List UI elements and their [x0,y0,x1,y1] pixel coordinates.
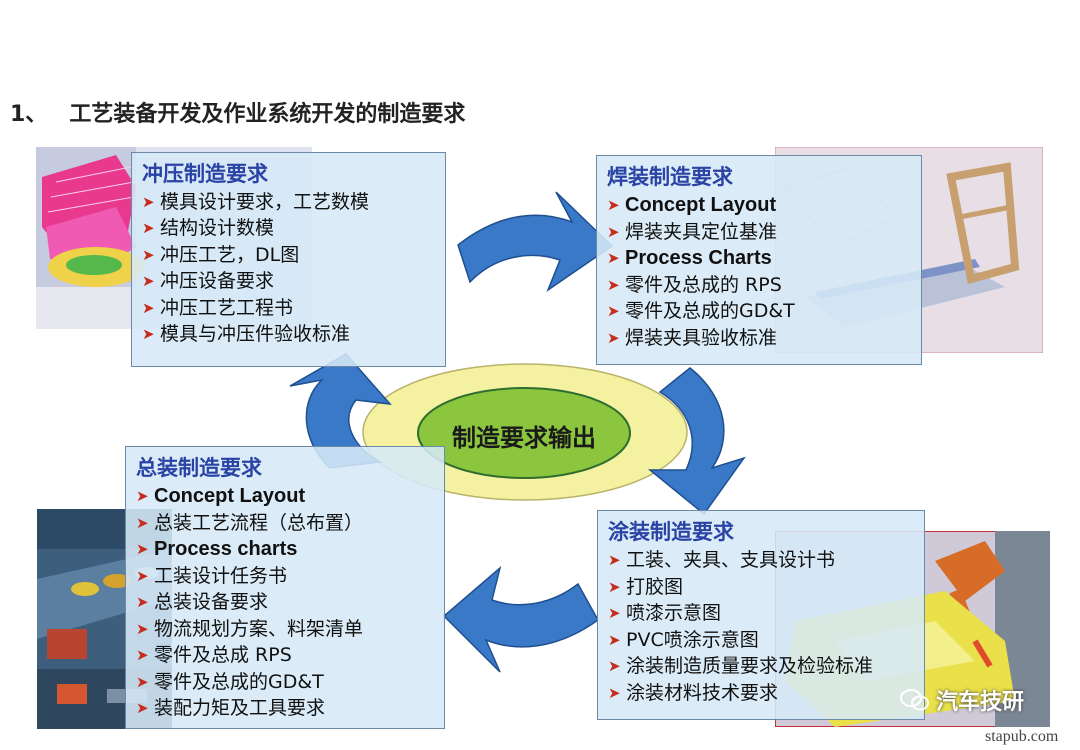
bullet-arrow-icon: ➤ [142,272,155,291]
bullet-arrow-icon: ➤ [607,275,620,294]
welding-item-list: ➤Concept Layout ➤焊装夹具定位基准 ➤Process Chart… [607,192,913,352]
bullet-arrow-icon: ➤ [136,540,149,558]
bullet-arrow-icon: ➤ [142,245,155,264]
bullet-arrow-icon: ➤ [608,577,621,596]
list-item: ➤焊装夹具验收标准 [607,325,913,352]
list-item: ➤结构设计数模 [142,215,437,241]
list-item: ➤零件及总成的GD&T [136,669,436,696]
bullet-arrow-icon: ➤ [608,551,621,569]
bullet-arrow-icon: ➤ [136,672,149,691]
watermark-label: 汽车技研 [936,690,1025,715]
arrow-welding-to-painting [647,367,746,516]
list-item: ➤工装设计任务书 [136,563,436,590]
list-item: ➤涂装制造质量要求及检验标准 [608,653,916,680]
list-item: ➤PVC喷涂示意图 [608,627,916,654]
bullet-arrow-icon: ➤ [142,325,155,344]
center-label: 制造要求输出 [452,424,596,452]
list-item: ➤打胶图 [608,574,916,601]
bullet-arrow-icon: ➤ [608,604,621,622]
list-item: ➤Process charts [136,536,436,563]
list-item: ➤Concept Layout [136,483,436,510]
section-title: 工艺装备开发及作业系统开发的制造要求 [69,102,466,127]
list-item: ➤冲压设备要求 [142,268,437,294]
bullet-arrow-icon: ➤ [136,699,149,717]
list-item: ➤喷漆示意图 [608,600,916,627]
bullet-arrow-icon: ➤ [136,593,149,611]
list-item: ➤零件及总成的GD&T [607,298,913,325]
stamping-item-list: ➤模具设计要求，工艺数模 ➤结构设计数模 ➤冲压工艺，DL图 ➤冲压设备要求 ➤… [142,189,437,347]
welding-title: 焊装制造要求 [607,165,733,189]
assembly-item-list: ➤Concept Layout ➤总装工艺流程（总布置） ➤Process ch… [136,483,436,722]
stamping-requirements-box: 冲压制造要求 ➤模具设计要求，工艺数模 ➤结构设计数模 ➤冲压工艺，DL图 ➤冲… [131,152,446,367]
list-item: ➤工装、夹具、支具设计书 [608,547,916,574]
list-item: ➤总装设备要求 [136,589,436,616]
list-item: ➤零件及总成的 RPS [607,272,913,299]
bullet-arrow-icon: ➤ [607,222,620,241]
list-item: ➤模具与冲压件验收标准 [142,321,437,347]
bullet-arrow-icon: ➤ [136,619,149,638]
bullet-arrow-icon: ➤ [608,630,621,649]
welding-requirements-box: 焊装制造要求 ➤Concept Layout ➤焊装夹具定位基准 ➤Proces… [596,155,922,365]
list-item: ➤零件及总成 RPS [136,642,436,669]
wechat-icon [900,689,930,711]
bullet-arrow-icon: ➤ [142,298,155,317]
bullet-arrow-icon: ➤ [136,487,149,505]
list-item: ➤装配力矩及工具要求 [136,695,436,722]
assembly-requirements-box: 总装制造要求 ➤Concept Layout ➤总装工艺流程（总布置） ➤Pro… [125,446,445,729]
bullet-arrow-icon: ➤ [607,249,620,268]
list-item: ➤涂装材料技术要求 [608,680,916,707]
stamping-title: 冲压制造要求 [142,162,268,186]
bullet-arrow-icon: ➤ [607,196,620,214]
list-item: ➤焊装夹具定位基准 [607,219,913,246]
section-number: 1、 [10,102,48,127]
bullet-arrow-icon: ➤ [142,219,155,238]
bullet-arrow-icon: ➤ [607,328,620,347]
list-item: ➤总装工艺流程（总布置） [136,510,436,537]
painting-item-list: ➤工装、夹具、支具设计书 ➤打胶图 ➤喷漆示意图 ➤PVC喷涂示意图 ➤涂装制造… [608,547,916,706]
list-item: ➤模具设计要求，工艺数模 [142,189,437,215]
site-url: stapub.com [985,728,1059,745]
watermark: 汽车技研 [900,684,1024,716]
painting-requirements-box: 涂装制造要求 ➤工装、夹具、支具设计书 ➤打胶图 ➤喷漆示意图 ➤PVC喷涂示意… [597,510,925,720]
list-item: ➤Process Charts [607,245,913,272]
bullet-arrow-icon: ➤ [607,302,620,321]
inner-core [417,387,631,479]
list-item: ➤Concept Layout [607,192,913,219]
arrow-stamping-to-welding [457,191,614,293]
arrow-painting-to-assembly [442,565,599,673]
bullet-arrow-icon: ➤ [136,513,149,532]
list-item: ➤冲压工艺，DL图 [142,242,437,268]
list-item: ➤物流规划方案、料架清单 [136,616,436,643]
bullet-arrow-icon: ➤ [608,657,621,675]
bullet-arrow-icon: ➤ [608,683,621,702]
page-title: 1、工艺装备开发及作业系统开发的制造要求 [10,96,465,128]
painting-title: 涂装制造要求 [608,520,734,544]
bullet-arrow-icon: ➤ [142,193,155,211]
bullet-arrow-icon: ➤ [136,566,149,585]
bullet-arrow-icon: ➤ [136,646,149,664]
assembly-title: 总装制造要求 [136,456,262,480]
list-item: ➤冲压工艺工程书 [142,295,437,321]
